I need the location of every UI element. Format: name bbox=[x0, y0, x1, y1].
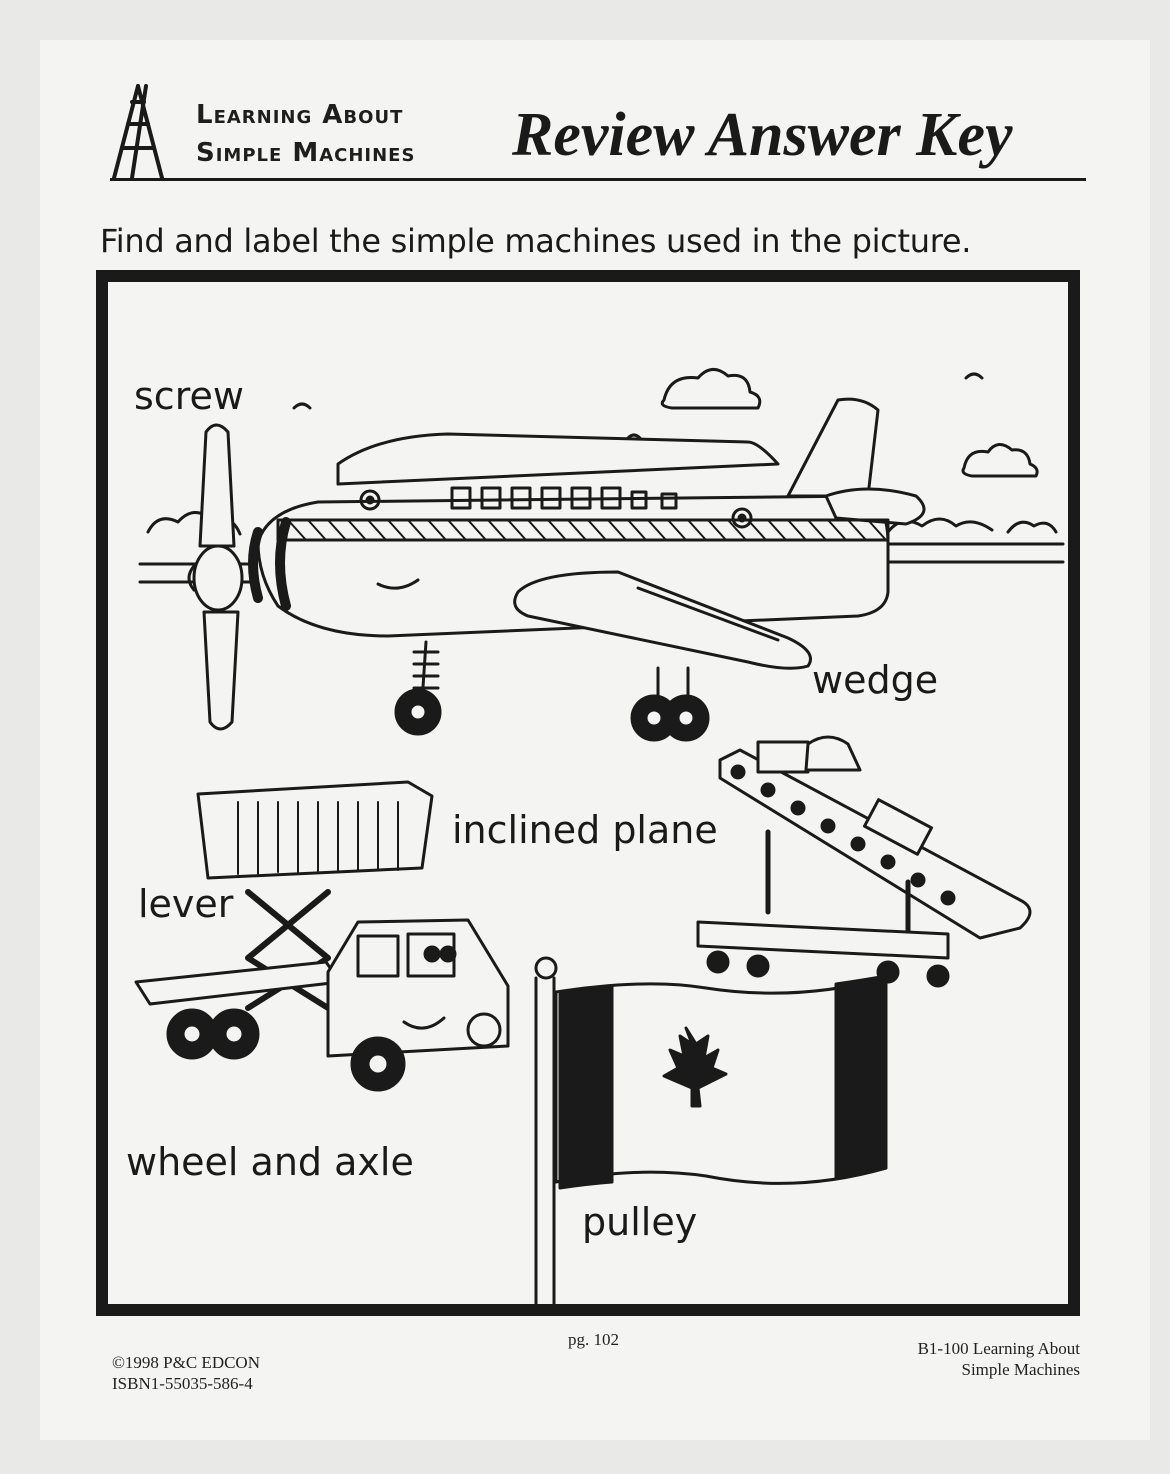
scissor-lift-truck-icon bbox=[134, 780, 510, 1092]
instruction-text: Find and label the simple machines used … bbox=[100, 222, 972, 260]
plane-wing bbox=[513, 570, 812, 670]
series-title-line2: Simple Machines bbox=[196, 138, 416, 168]
canadian-flag-icon bbox=[534, 956, 888, 1304]
copyright-notice: ©1998 P&C EDCON ISBN1-55035-586-4 bbox=[112, 1352, 260, 1394]
series-title-line1: Learning About bbox=[196, 100, 404, 130]
label-inclined-plane: inclined plane bbox=[452, 808, 718, 852]
ladder-logo-icon bbox=[112, 84, 164, 180]
cloud-icon bbox=[660, 368, 762, 410]
label-screw: screw bbox=[134, 374, 244, 418]
label-wheel-and-axle: wheel and axle bbox=[126, 1140, 414, 1184]
simple-machines-illustration bbox=[134, 368, 1065, 1304]
series-title: Learning About Simple Machines bbox=[196, 96, 415, 172]
copyright-line: ©1998 P&C EDCON bbox=[112, 1353, 260, 1372]
product-line2: Simple Machines bbox=[961, 1360, 1080, 1379]
plane-fuselage bbox=[256, 494, 890, 638]
product-code: B1-100 Learning About Simple Machines bbox=[870, 1338, 1080, 1380]
label-lever: lever bbox=[138, 882, 234, 926]
title-rule bbox=[110, 178, 1086, 181]
product-line1: B1-100 Learning About bbox=[917, 1339, 1080, 1358]
cloud-icon bbox=[961, 443, 1039, 478]
page-number: pg. 102 bbox=[568, 1330, 619, 1349]
picture-frame bbox=[96, 270, 1080, 1316]
conveyor-belt-icon bbox=[696, 735, 1032, 988]
isbn-line: ISBN1-55035-586-4 bbox=[112, 1374, 253, 1393]
label-wedge: wedge bbox=[812, 658, 939, 702]
page-title: Review Answer Key bbox=[512, 101, 1013, 169]
propeller-icon bbox=[187, 423, 244, 731]
label-pulley: pulley bbox=[582, 1200, 698, 1244]
